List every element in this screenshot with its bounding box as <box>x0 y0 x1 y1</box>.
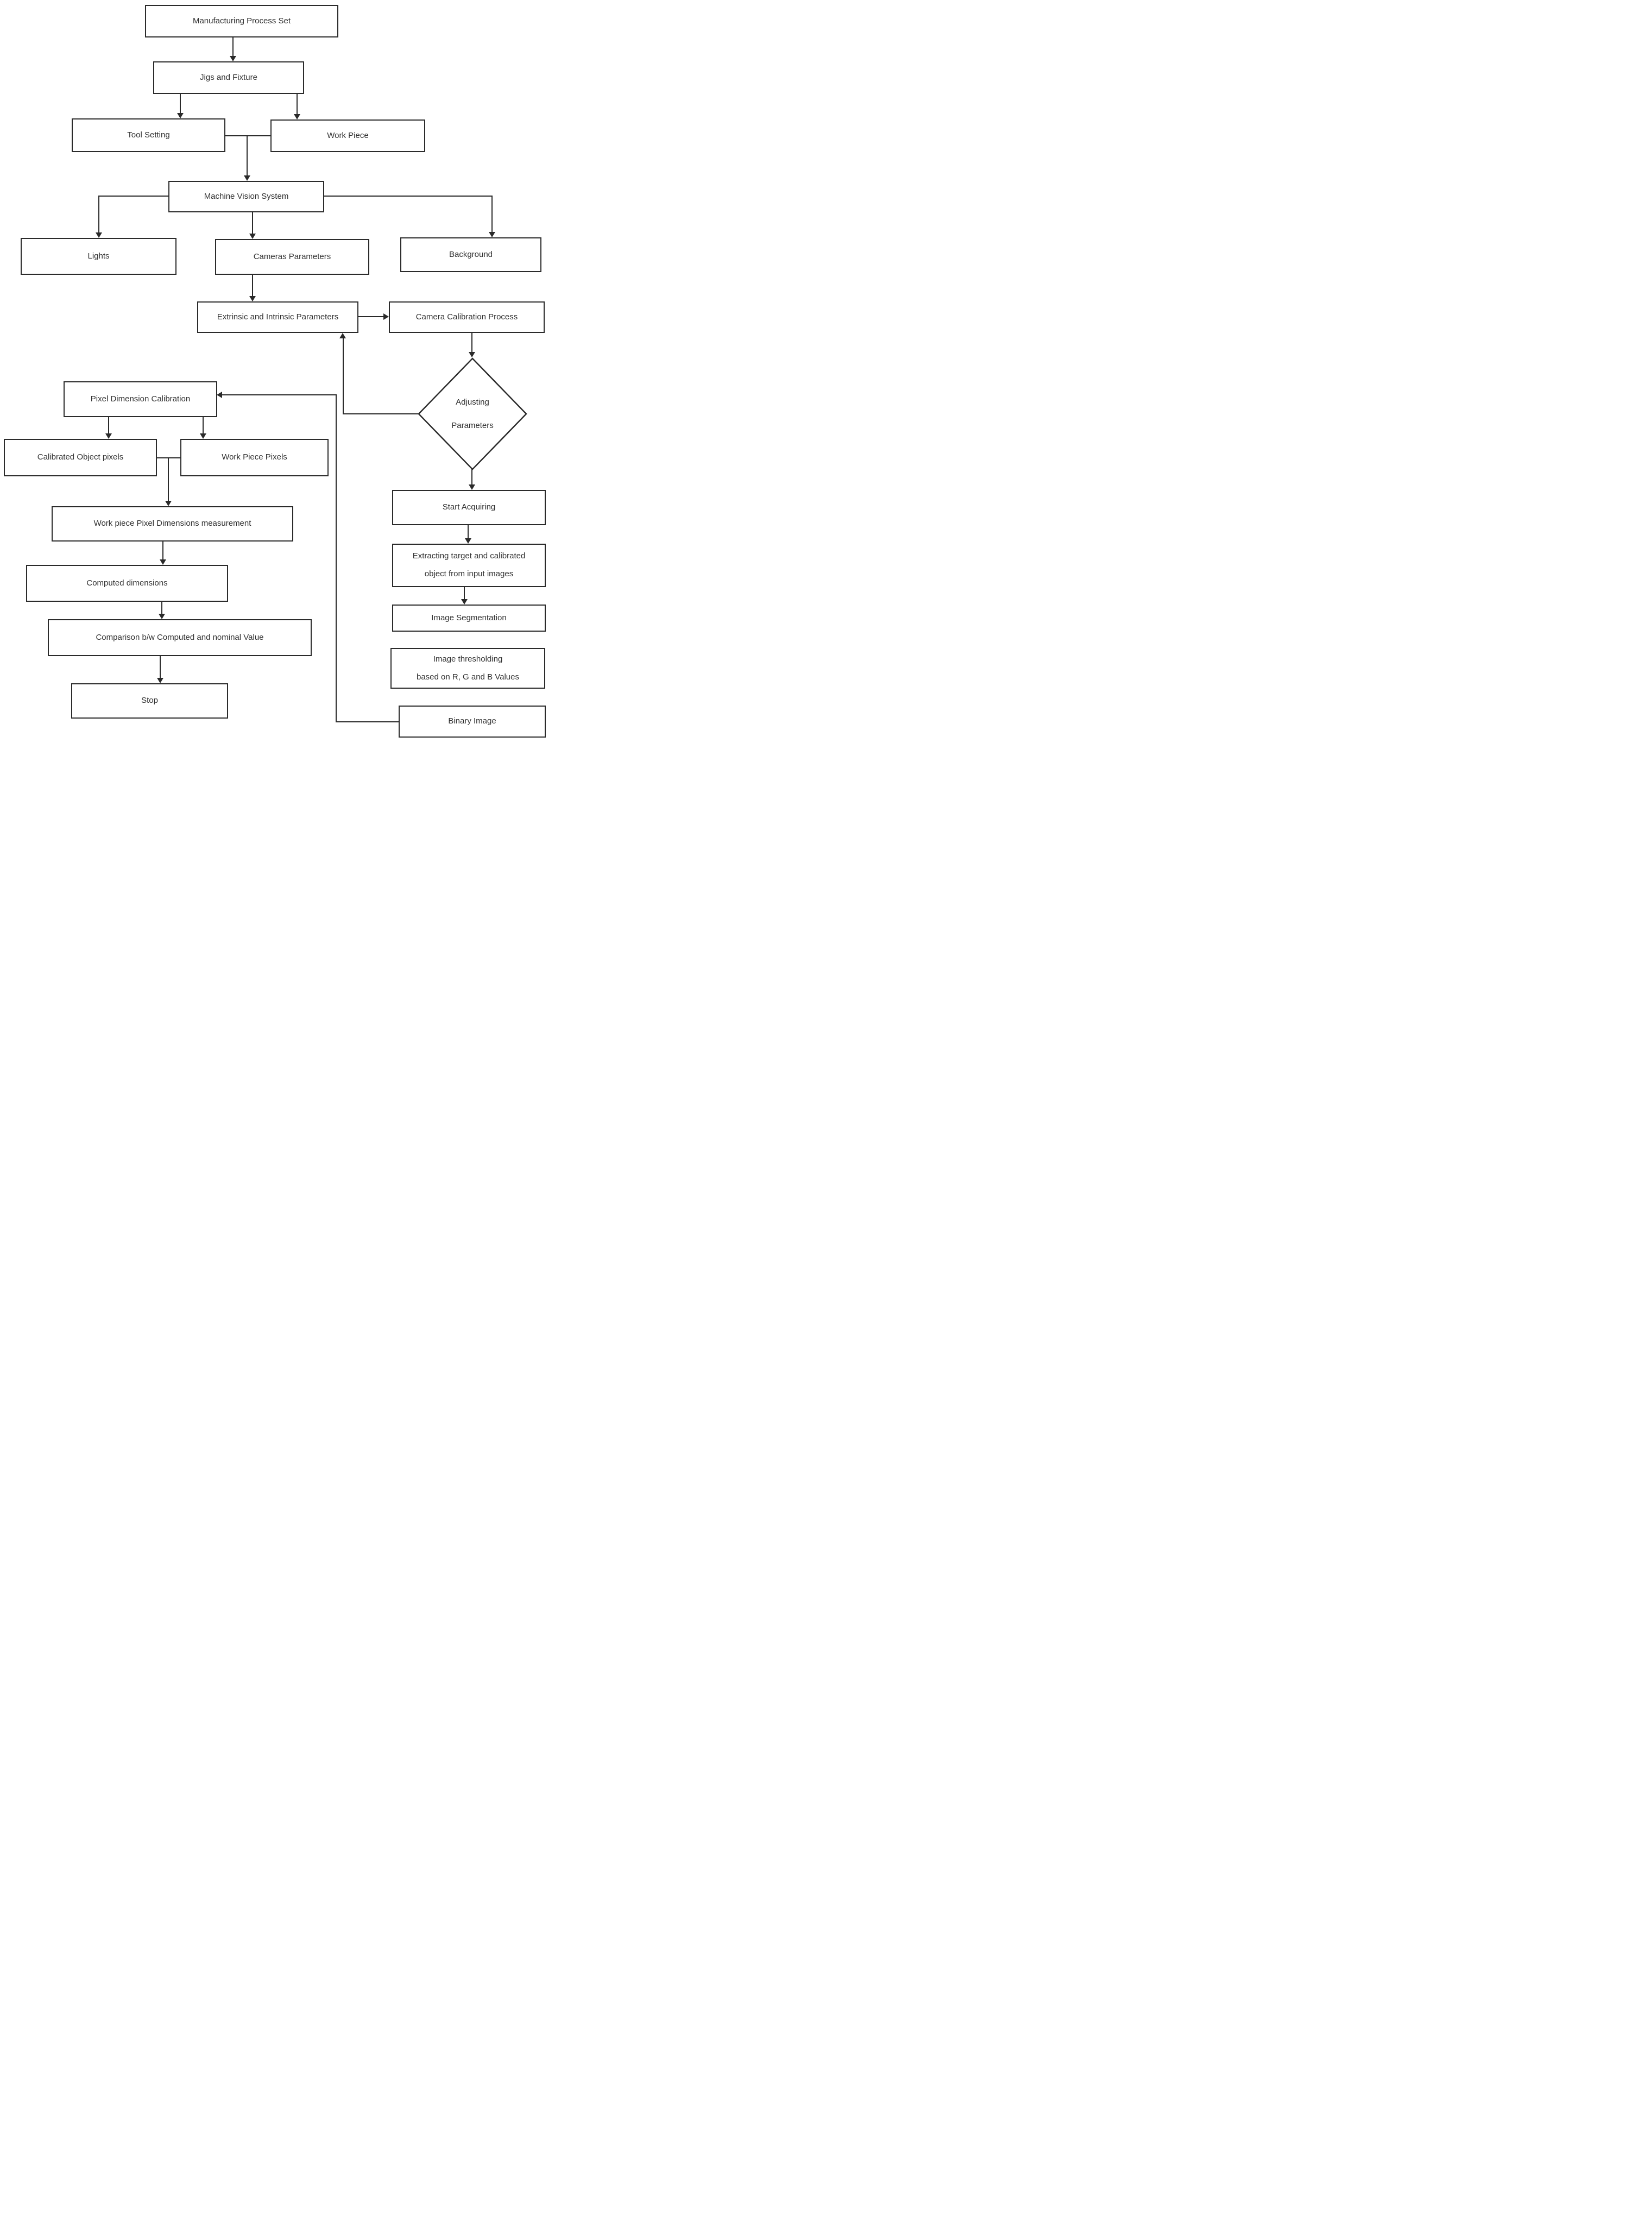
edge-adjusting-to-start-acquiring <box>471 469 472 486</box>
flowchart-canvas: Manufacturing Process Set Jigs and Fixtu… <box>0 0 551 739</box>
edge-mvs-to-lights-h <box>99 196 169 197</box>
arrow-cameras-to-extrinsic <box>249 296 256 301</box>
edge-comparison-to-stop <box>160 656 161 679</box>
adjusting-line2: Parameters <box>451 421 494 430</box>
node-computed-dimensions: Computed dimensions <box>26 565 228 602</box>
arrow-computed-to-comparison <box>159 614 165 619</box>
arrow-extracting-to-segmentation <box>461 599 468 605</box>
node-cameras-parameters: Cameras Parameters <box>215 239 369 275</box>
edge-binary-feedback-v <box>336 395 337 722</box>
edge-manufacturing-to-jigs <box>232 37 234 58</box>
arrow-jigs-to-tool-setting <box>177 113 184 118</box>
node-stop: Stop <box>71 683 228 719</box>
arrow-mvs-to-cameras <box>249 234 256 239</box>
arrow-to-measurement <box>165 501 172 506</box>
edge-mvs-to-background-v <box>491 196 493 234</box>
arrow-jigs-to-work-piece <box>294 114 300 119</box>
arrow-start-to-extracting <box>465 538 471 544</box>
edge-cameras-to-extrinsic <box>252 275 253 298</box>
extracting-line2: object from input images <box>424 569 514 578</box>
decision-diamond-shape <box>418 357 527 470</box>
edge-connector-to-mvs <box>247 136 248 177</box>
edge-measurement-to-computed <box>162 542 163 561</box>
node-extrinsic-intrinsic-parameters: Extrinsic and Intrinsic Parameters <box>197 301 358 333</box>
edge-binary-feedback-bottom <box>336 721 399 722</box>
arrow-measurement-to-computed <box>160 559 166 565</box>
edge-mvs-to-lights-v <box>98 196 99 234</box>
arrow-ccp-to-adjusting <box>469 352 475 357</box>
arrow-comparison-to-stop <box>157 678 163 683</box>
node-start-acquiring: Start Acquiring <box>392 490 546 525</box>
node-comparison-computed-nominal: Comparison b/w Computed and nominal Valu… <box>48 619 312 656</box>
node-lights: Lights <box>21 238 176 275</box>
edge-start-to-extracting <box>468 525 469 540</box>
arrow-extrinsic-to-ccp <box>383 313 389 320</box>
node-background: Background <box>400 237 541 272</box>
edge-ccp-to-adjusting <box>471 333 472 354</box>
thresholding-line2: based on R, G and B Values <box>416 672 519 682</box>
node-workpiece-pixel-dimensions-measurement: Work piece Pixel Dimensions measurement <box>52 506 293 542</box>
node-image-segmentation: Image Segmentation <box>392 605 546 632</box>
arrow-adjusting-to-extrinsic <box>339 333 346 338</box>
edge-extrinsic-to-ccp <box>358 316 384 317</box>
node-machine-vision-system: Machine Vision System <box>168 181 324 212</box>
node-jigs-and-fixture: Jigs and Fixture <box>153 61 304 94</box>
node-extracting-target-calibrated: Extracting target and calibrated object … <box>392 544 546 587</box>
edge-jigs-to-work-piece <box>297 94 298 116</box>
edge-binary-feedback-top <box>222 394 337 395</box>
arrow-binary-to-pixel-calibration <box>217 392 222 398</box>
node-binary-image: Binary Image <box>399 706 546 738</box>
arrow-mvs-to-lights <box>96 232 102 238</box>
node-camera-calibration-process: Camera Calibration Process <box>389 301 545 333</box>
arrow-pixel-to-wpp <box>200 433 206 439</box>
node-manufacturing-process-set: Manufacturing Process Set <box>145 5 338 37</box>
node-adjusting-parameters: Adjusting Parameters <box>418 357 527 470</box>
edge-mvs-to-background-h <box>324 196 493 197</box>
node-work-piece: Work Piece <box>270 119 425 152</box>
edge-pixel-to-wpp <box>203 417 204 435</box>
arrow-adjusting-to-start-acquiring <box>469 484 475 490</box>
node-pixel-dimension-calibration: Pixel Dimension Calibration <box>64 381 217 417</box>
arrow-manufacturing-to-jigs <box>230 56 236 61</box>
arrow-mvs-to-background <box>489 232 495 237</box>
edge-adjusting-feedback-v <box>343 338 344 414</box>
node-calibrated-object-pixels: Calibrated Object pixels <box>4 439 157 476</box>
edge-pixel-to-calibrated <box>108 417 109 435</box>
arrow-pixel-to-calibrated <box>105 433 112 439</box>
adjusting-line1: Adjusting <box>456 398 489 407</box>
edge-computed-to-comparison <box>161 602 162 615</box>
arrow-to-machine-vision-system <box>244 175 250 181</box>
edge-jigs-to-tool-setting <box>180 94 181 115</box>
edge-connector-to-measurement <box>168 457 169 502</box>
node-tool-setting: Tool Setting <box>72 118 225 152</box>
thresholding-line1: Image thresholding <box>433 654 503 664</box>
node-image-thresholding: Image thresholding based on R, G and B V… <box>390 648 545 689</box>
extracting-line1: Extracting target and calibrated <box>412 551 526 561</box>
edge-adjusting-feedback-h <box>343 413 419 414</box>
edge-mvs-to-cameras <box>252 212 253 235</box>
edge-tool-setting-work-piece-connector <box>225 135 270 136</box>
node-work-piece-pixels: Work Piece Pixels <box>180 439 329 476</box>
edge-extracting-to-segmentation <box>464 587 465 601</box>
